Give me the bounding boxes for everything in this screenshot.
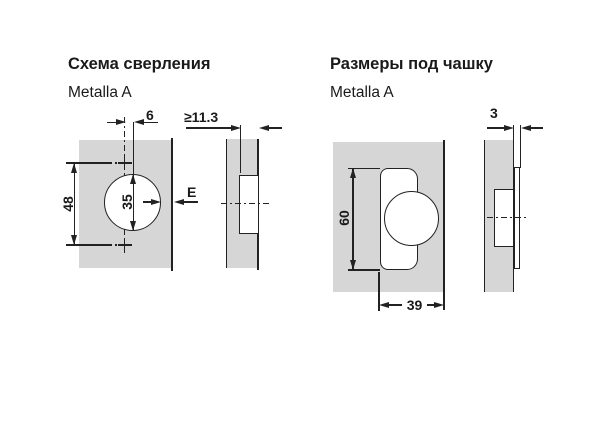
dim-6-arrow-right xyxy=(115,119,126,125)
dim-e-label: E xyxy=(187,184,197,200)
dim-3-label: 3 xyxy=(490,105,498,121)
drilling-scheme-product-name: Metalla A xyxy=(68,84,132,101)
door-edge-arrow-line xyxy=(183,201,198,203)
drilling-scheme-title: Схема сверления xyxy=(68,55,211,73)
dim-39-label: 39 xyxy=(406,297,423,313)
dim-60-line xyxy=(352,168,354,270)
dim-35-arrow-down xyxy=(130,220,137,231)
hinge-door-edge-line xyxy=(443,140,445,310)
dim-depth-extension-line xyxy=(240,125,242,173)
cup-edge-arrow-line xyxy=(143,201,152,203)
dim-6-left-line xyxy=(107,121,116,124)
bottom-screw-hole-cross-h xyxy=(117,244,132,246)
dim-39-arrow-right xyxy=(434,301,444,308)
dim-39-ext-left xyxy=(378,272,380,311)
dim-60-ext-bottom xyxy=(348,269,380,271)
cup-dimensions-product-name: Metalla A xyxy=(330,84,394,101)
dim-min-depth-right-line xyxy=(268,127,282,129)
bottom-screw-hole-axis-dashdot xyxy=(106,244,129,246)
dim-min-depth-label: ≥11.3 xyxy=(184,109,219,125)
door-edge-line xyxy=(171,138,173,271)
dim-39-line-left xyxy=(388,304,402,306)
dim-6-arrow-left xyxy=(133,119,144,125)
hinge-side-panel-left-edge xyxy=(483,140,485,292)
hinge-cup-circle xyxy=(383,191,439,246)
dim-6-right-line xyxy=(143,121,158,124)
side-view-centerline xyxy=(221,202,271,205)
bottom-screw-hole-axis xyxy=(66,244,106,246)
dim-39-line-right xyxy=(427,304,435,306)
dim-60-ext-top xyxy=(348,167,380,169)
dim-3-right-line xyxy=(529,127,543,129)
cup-hole-side-view xyxy=(239,175,259,234)
dim-3-arrow-left xyxy=(520,124,531,131)
cup-dimensions-title: Размеры под чашку xyxy=(330,55,493,73)
dim-6-label: 6 xyxy=(146,107,154,123)
dim-35-label: 35 xyxy=(118,194,135,210)
dim-48-line xyxy=(73,163,75,245)
dim-min-depth-arrow-right xyxy=(230,124,241,131)
top-screw-hole-cross-h xyxy=(117,162,132,164)
door-edge-arrow xyxy=(174,198,184,205)
dim-60-arrow-down xyxy=(349,260,356,270)
dim-min-depth-leader xyxy=(186,127,231,129)
hinge-side-centerline xyxy=(487,216,526,219)
dim-48-arrow-up xyxy=(70,163,77,173)
dim-48-label: 48 xyxy=(59,196,76,212)
dim-39-arrow-left xyxy=(379,301,389,308)
dim-3-leader xyxy=(487,127,504,129)
dim-3-arrow-right xyxy=(503,124,514,131)
top-screw-hole-axis xyxy=(66,162,106,164)
dim-60-arrow-up xyxy=(349,168,356,178)
dim-35-arrow-up xyxy=(130,174,137,184)
cup-edge-arrow xyxy=(151,198,161,205)
top-screw-hole-axis-dashdot xyxy=(106,162,129,164)
dim-48-arrow-down xyxy=(70,235,77,245)
dim-3-ext-right xyxy=(519,125,521,168)
dim-min-depth-arrow-left xyxy=(258,124,269,131)
dim-60-label: 60 xyxy=(335,209,352,226)
